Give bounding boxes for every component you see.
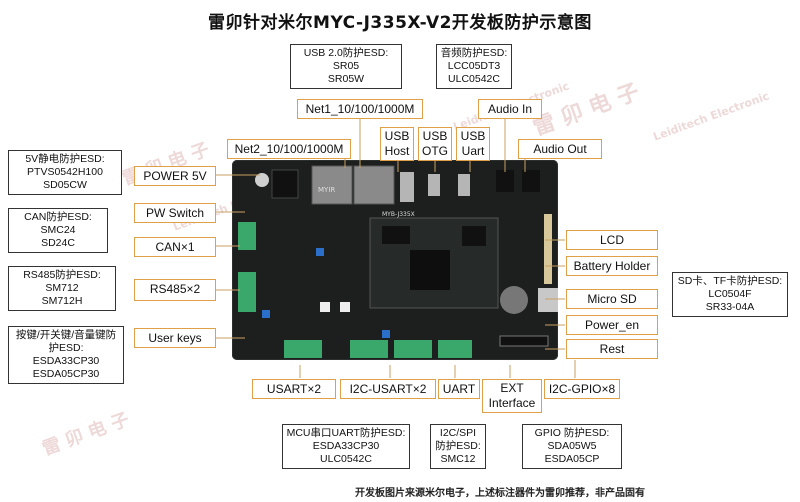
note-usb20: USB 2.0防护ESD: SR05 SR05W	[290, 44, 402, 89]
note-can-line: SD24C	[41, 237, 75, 249]
label-ext: EXT Interface	[482, 379, 542, 413]
note-rs485: RS485防护ESD: SM712 SM712H	[8, 266, 116, 311]
note-can: CAN防护ESD: SMC24 SD24C	[8, 208, 108, 253]
note-audio-line: ULC0542C	[448, 73, 500, 85]
label-uart: UART	[438, 379, 480, 399]
label-usb-uart: USB Uart	[456, 127, 490, 161]
label-audio-in: Audio In	[478, 99, 542, 119]
label-audio-out: Audio Out	[518, 139, 602, 159]
board-graphic: MYIR MYB-J335X	[238, 165, 558, 358]
dev-board: MYIR MYB-J335X	[232, 160, 558, 360]
note-audio: 音频防护ESD: LCC05DT3 ULC0542C	[436, 44, 512, 89]
note-gpio-line: SDA05W5	[547, 440, 597, 452]
note-rs485-line: SM712H	[41, 295, 83, 307]
note-keys-line: 护ESD:	[48, 342, 84, 354]
note-5v: 5V静电防护ESD: PTVS0542H100 SD05CW	[8, 150, 122, 195]
note-usb20-line: USB 2.0防护ESD:	[303, 47, 389, 59]
note-5v-line: 5V静电防护ESD:	[25, 153, 105, 165]
label-usb-otg-line1: USB	[422, 129, 448, 143]
label-ext-line1: EXT	[500, 381, 524, 395]
label-power5v: POWER 5V	[134, 166, 216, 186]
label-battery: Battery Holder	[566, 256, 658, 276]
note-mcu: MCU串口UART防护ESD: ESDA33CP30 ULC0542C	[282, 424, 410, 469]
note-sd: SD卡、TF卡防护ESD: LC0504F SR33-04A	[672, 272, 788, 317]
note-can-line: CAN防护ESD:	[24, 211, 92, 223]
label-i2c-usart: I2C-USART×2	[340, 379, 436, 399]
label-ext-line2: Interface	[488, 396, 536, 410]
note-sd-line: SR33-04A	[705, 301, 755, 313]
label-usb-uart-line1: USB	[460, 129, 486, 143]
note-i2c-line: I2C/SPI	[439, 427, 477, 439]
label-usb-host: USB Host	[380, 127, 414, 161]
note-keys-line: ESDA33CP30	[32, 355, 100, 367]
label-rs485: RS485×2	[134, 279, 216, 301]
label-net2: Net2_10/100/1000M	[227, 139, 351, 159]
note-i2c-line: SMC12	[440, 453, 476, 465]
note-audio-line: 音频防护ESD:	[440, 47, 508, 59]
note-5v-line: SD05CW	[43, 179, 87, 191]
board-brand: MYIR	[318, 186, 335, 194]
label-can: CAN×1	[134, 237, 216, 257]
label-usb-otg: USB OTG	[418, 127, 452, 161]
label-micro-sd: Micro SD	[566, 289, 658, 309]
label-pw-switch: PW Switch	[134, 203, 216, 223]
label-usart: USART×2	[252, 379, 336, 399]
note-gpio: GPIO 防护ESD: SDA05W5 ESDA05CP	[522, 424, 622, 469]
label-usb-otg-line2: OTG	[422, 144, 448, 158]
footer-note: 开发板图片来源米尔电子，上述标注器件为雷卯推荐，非产品固有	[355, 488, 645, 499]
note-mcu-line: ULC0542C	[320, 453, 372, 465]
note-usb20-line: SR05W	[327, 73, 365, 85]
note-keys: 按键/开关键/音量键防 护ESD: ESDA33CP30 ESDA05CP30	[8, 326, 124, 384]
note-gpio-line: ESDA05CP	[544, 453, 600, 465]
note-gpio-line: GPIO 防护ESD:	[534, 427, 610, 439]
note-i2c-line: 防护ESD:	[435, 440, 481, 452]
note-audio-line: LCC05DT3	[447, 60, 501, 72]
label-usb-host-line1: USB	[384, 129, 410, 143]
label-reset: Rest	[566, 339, 658, 359]
note-mcu-line: MCU串口UART防护ESD:	[286, 427, 406, 439]
note-mcu-line: ESDA33CP30	[312, 440, 380, 452]
note-keys-line: 按键/开关键/音量键防	[15, 329, 117, 341]
label-power-en: Power_en	[566, 315, 658, 335]
label-i2c-gpio: I2C-GPIO×8	[544, 379, 620, 399]
label-user-keys: User keys	[134, 328, 216, 348]
note-rs485-line: RS485防护ESD:	[23, 269, 101, 281]
note-sd-line: LC0504F	[708, 288, 752, 300]
label-usb-host-line2: Host	[384, 144, 410, 158]
label-net1: Net1_10/100/1000M	[297, 99, 423, 119]
page-title: 雷卯针对米尔MYC-J335X-V2开发板防护示意图	[208, 13, 592, 33]
board-model: MYB-J335X	[382, 211, 415, 218]
note-usb20-line: SR05	[332, 60, 360, 72]
note-i2c: I2C/SPI 防护ESD: SMC12	[430, 424, 486, 469]
label-lcd: LCD	[566, 230, 658, 250]
label-usb-uart-line2: Uart	[461, 144, 485, 158]
note-keys-line: ESDA05CP30	[32, 368, 100, 380]
note-can-line: SMC24	[40, 224, 76, 236]
note-sd-line: SD卡、TF卡防护ESD:	[677, 275, 783, 287]
note-5v-line: PTVS0542H100	[27, 166, 103, 178]
note-rs485-line: SM712	[45, 282, 79, 294]
